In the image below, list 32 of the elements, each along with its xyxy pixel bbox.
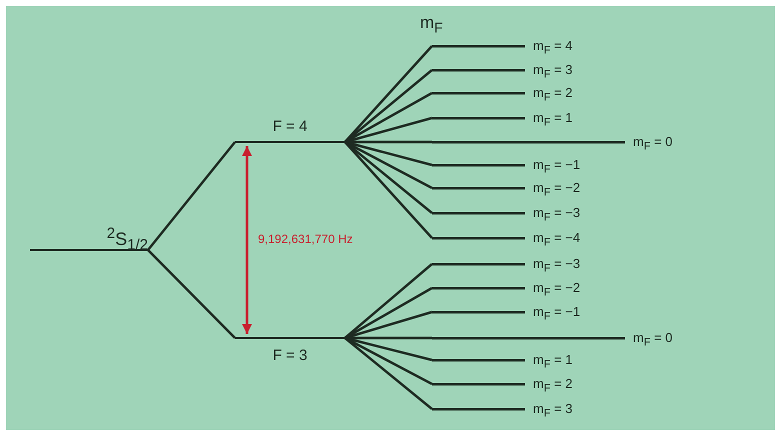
column-heading: m$_{F}$: [420, 14, 443, 36]
level-label: m$_{F}$ = 0: [633, 331, 673, 348]
level-label: m$_{F}$ = 1: [533, 111, 573, 128]
level-label: m$_{F}$ = 3: [533, 402, 573, 420]
level-label: m$_{F}$ = 1: [533, 353, 573, 370]
level-label: m$_{F}$ = −1: [533, 305, 580, 322]
level-label: F = 3: [272, 348, 308, 363]
connector-line: [344, 141, 433, 239]
level-label: m$_{F}$ = −3: [533, 257, 580, 274]
level-label: m$_{F}$ = 2: [533, 86, 573, 104]
level-label: m$_{F}$ = −4: [533, 231, 580, 248]
connector-line: [147, 249, 236, 339]
connector-line: [344, 286, 433, 340]
level-label: m$_{F}$ = −1: [533, 158, 580, 176]
connector-line: [344, 337, 433, 410]
edge-label: 9,192,631,770 Hz: [258, 233, 353, 245]
level-label: m$_{F}$ = 2: [533, 377, 573, 394]
connector-line: [344, 141, 433, 214]
level-label: m$_{F}$ = −2: [533, 281, 580, 298]
connector-line: [344, 336, 433, 386]
connector-line: [344, 69, 433, 143]
connector-line: [344, 263, 433, 339]
level-label: m$_{F}$ = 4: [533, 39, 573, 56]
connector-line: [344, 92, 433, 144]
level-label: m$_{F}$ = 0: [633, 135, 673, 152]
level-label: F = 4: [272, 119, 308, 134]
double-arrow: [242, 146, 252, 334]
level-label: m$_{F}$ = 3: [533, 63, 573, 80]
connector-line: [344, 140, 433, 190]
level-label: m$_{F}$ = −2: [533, 181, 580, 198]
connector-line: [147, 141, 236, 251]
level-label: m$_{F}$ = −3: [533, 206, 580, 224]
